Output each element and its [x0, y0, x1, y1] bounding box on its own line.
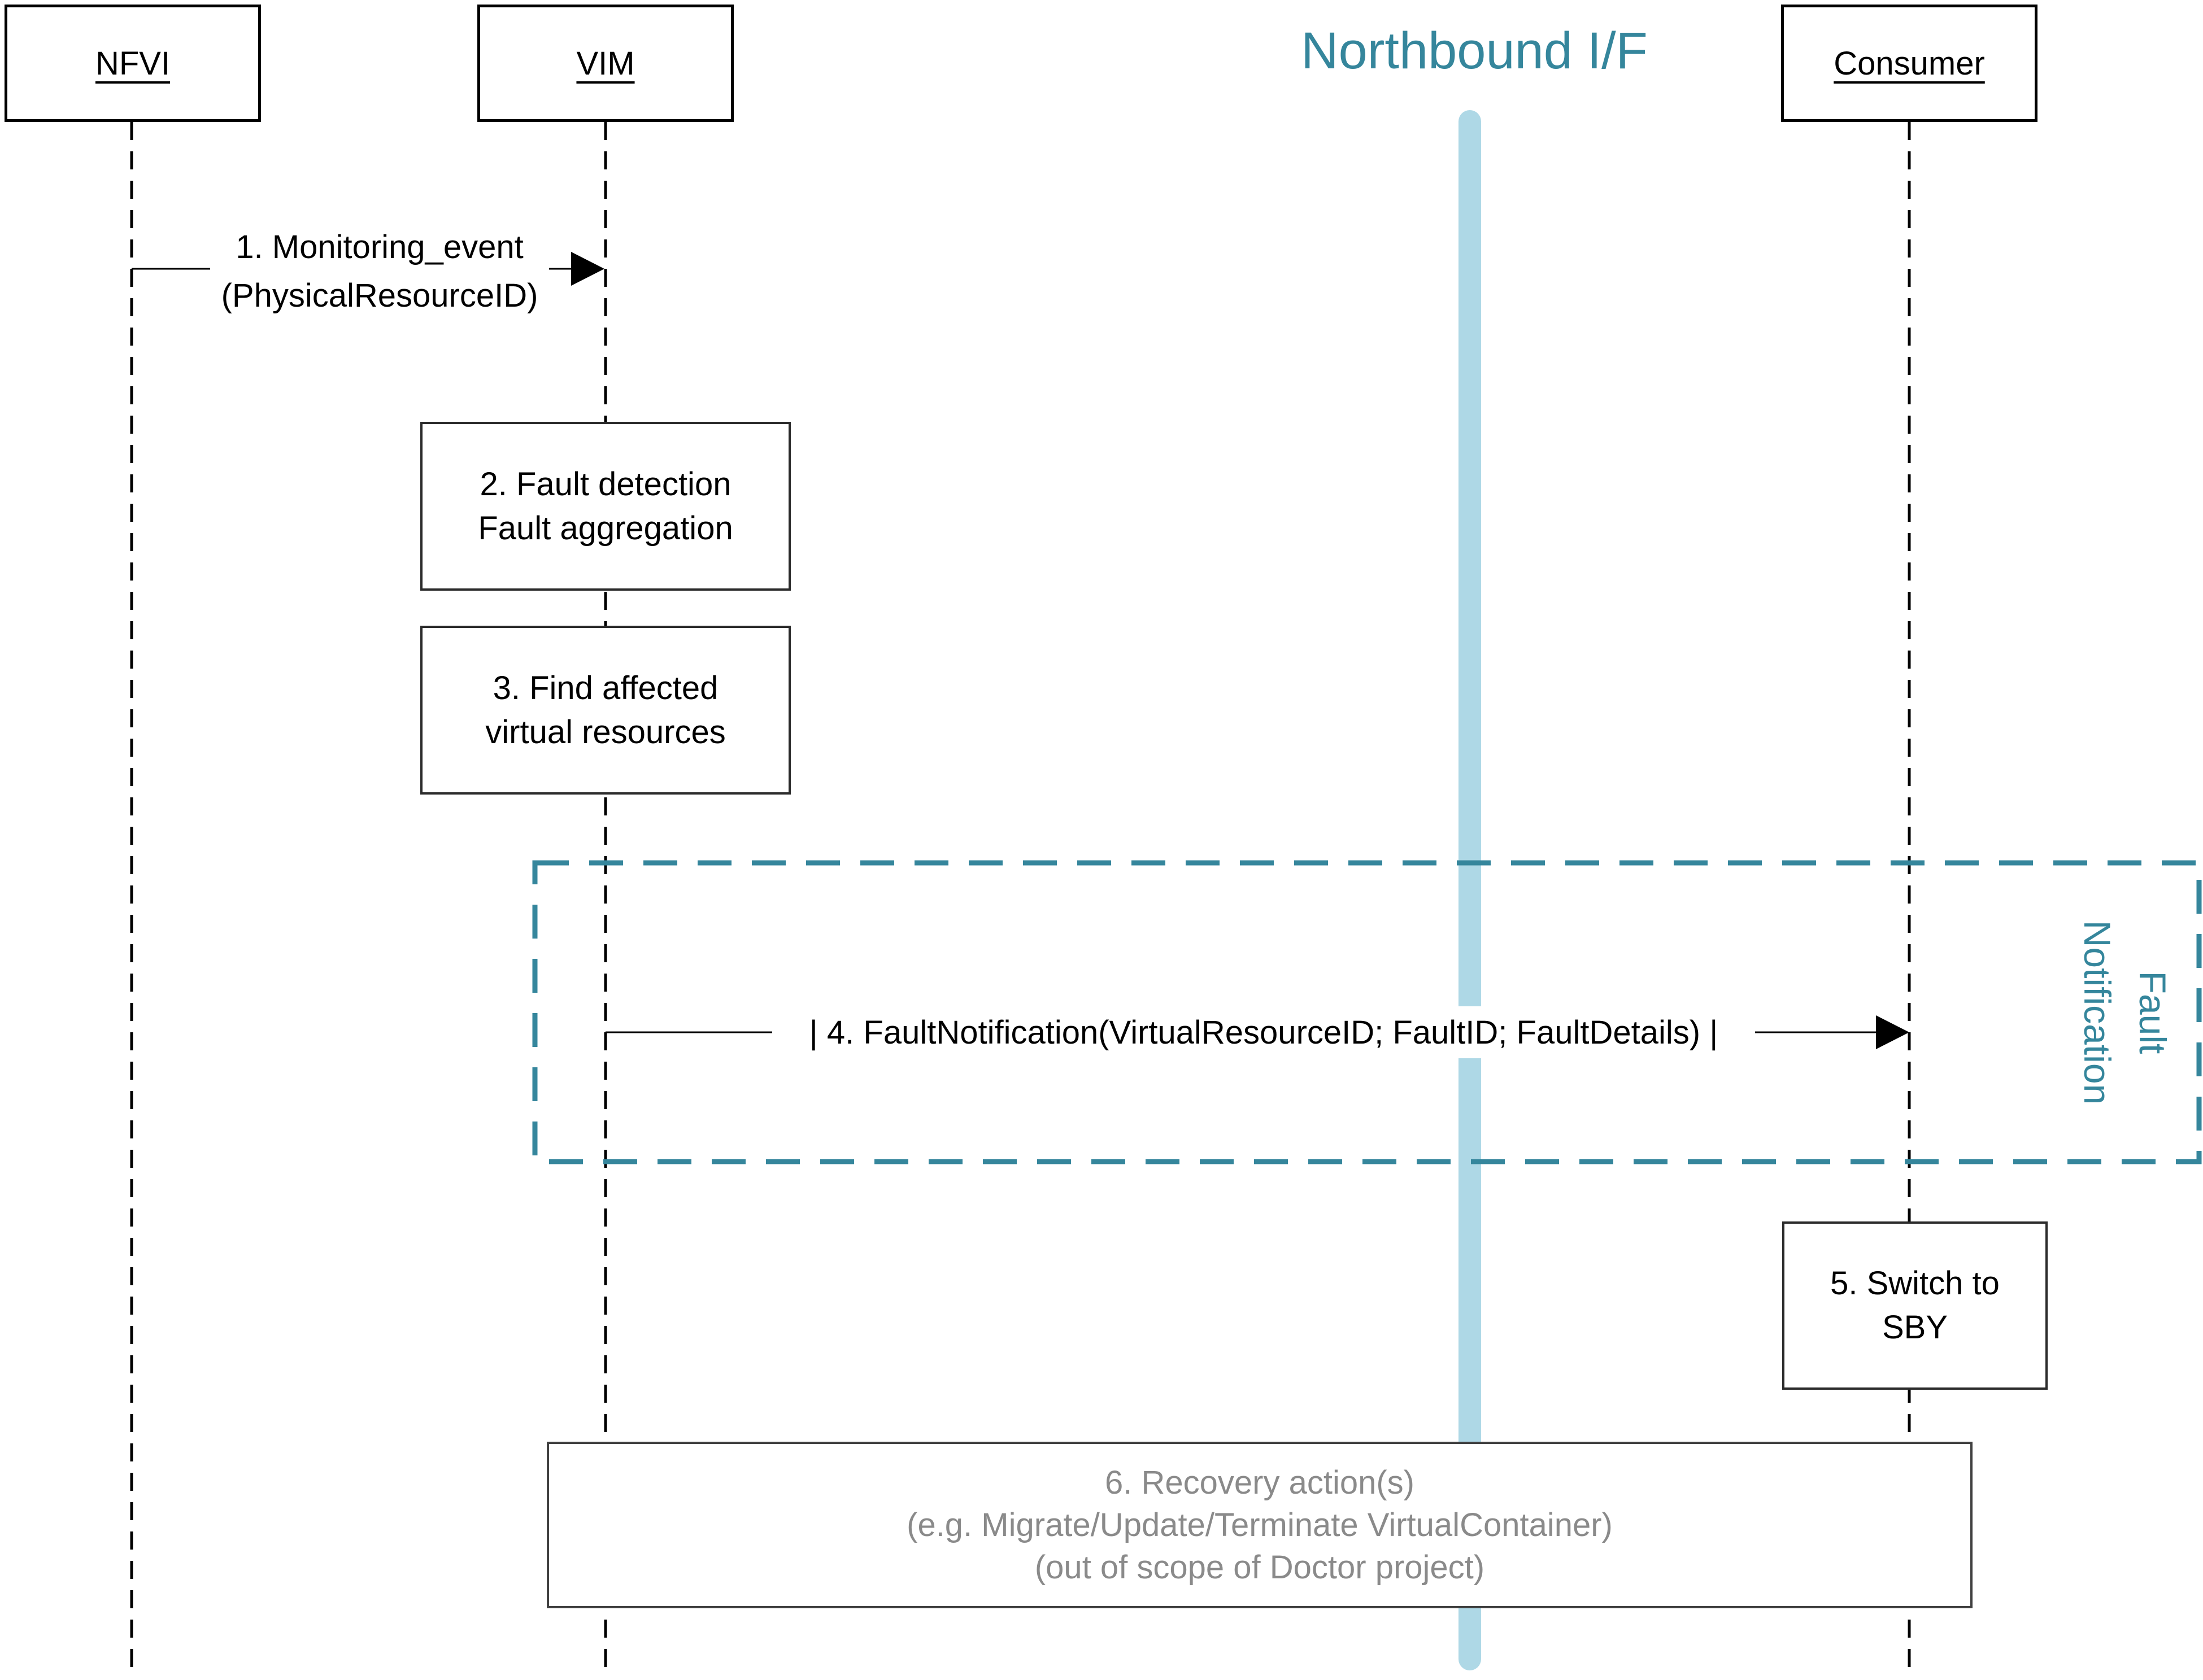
step-5-line-2: SBY	[1882, 1309, 1948, 1346]
frame-label-line-2: Notification	[2076, 920, 2118, 1105]
actor-box-nfvi: NFVI	[5, 5, 261, 122]
fault-notification-frame	[532, 860, 2202, 1164]
actor-box-vim: VIM	[477, 5, 734, 122]
actor-label-nfvi: NFVI	[95, 45, 171, 82]
message-1-line-1: 1. Monitoring_event	[236, 229, 524, 265]
step-2-line-1: 2. Fault detection	[480, 465, 732, 503]
step-6-line-1: 6. Recovery action(s)	[1105, 1464, 1414, 1501]
step-3-line-2: virtual resources	[485, 713, 726, 750]
actor-box-consumer: Consumer	[1781, 5, 2037, 122]
message-1-label: 1. Monitoring_event (PhysicalResourceID)	[210, 223, 549, 320]
fault-notification-frame-label: Fault Notification	[2070, 920, 2180, 1105]
actor-label-vim: VIM	[576, 45, 635, 82]
step-box-switch-to-sby: 5. Switch to SBY	[1782, 1221, 2048, 1390]
step-5-line-1: 5. Switch to	[1830, 1265, 2000, 1302]
arrowhead-icon	[1876, 1015, 1909, 1049]
arrowhead-icon	[571, 252, 604, 286]
step-3-line-1: 3. Find affected	[493, 669, 719, 706]
step-6-line-2: (e.g. Migrate/Update/Terminate VirtualCo…	[907, 1507, 1613, 1543]
frame-label-line-1: Fault	[2132, 971, 2174, 1054]
message-4-label: | 4. FaultNotification(VirtualResourceID…	[772, 1006, 1755, 1058]
step-2-line-2: Fault aggregation	[478, 509, 733, 547]
step-box-find-affected: 3. Find affected virtual resources	[420, 626, 791, 795]
step-box-fault-detection: 2. Fault detection Fault aggregation	[420, 422, 791, 591]
message-1-line-2: (PhysicalResourceID)	[221, 277, 538, 314]
step-6-line-3: (out of scope of Doctor project)	[1034, 1549, 1485, 1586]
northbound-interface-title: Northbound I/F	[1301, 22, 1648, 80]
actor-label-consumer: Consumer	[1834, 45, 1985, 82]
step-box-recovery-action: 6. Recovery action(s) (e.g. Migrate/Upda…	[547, 1442, 1973, 1608]
